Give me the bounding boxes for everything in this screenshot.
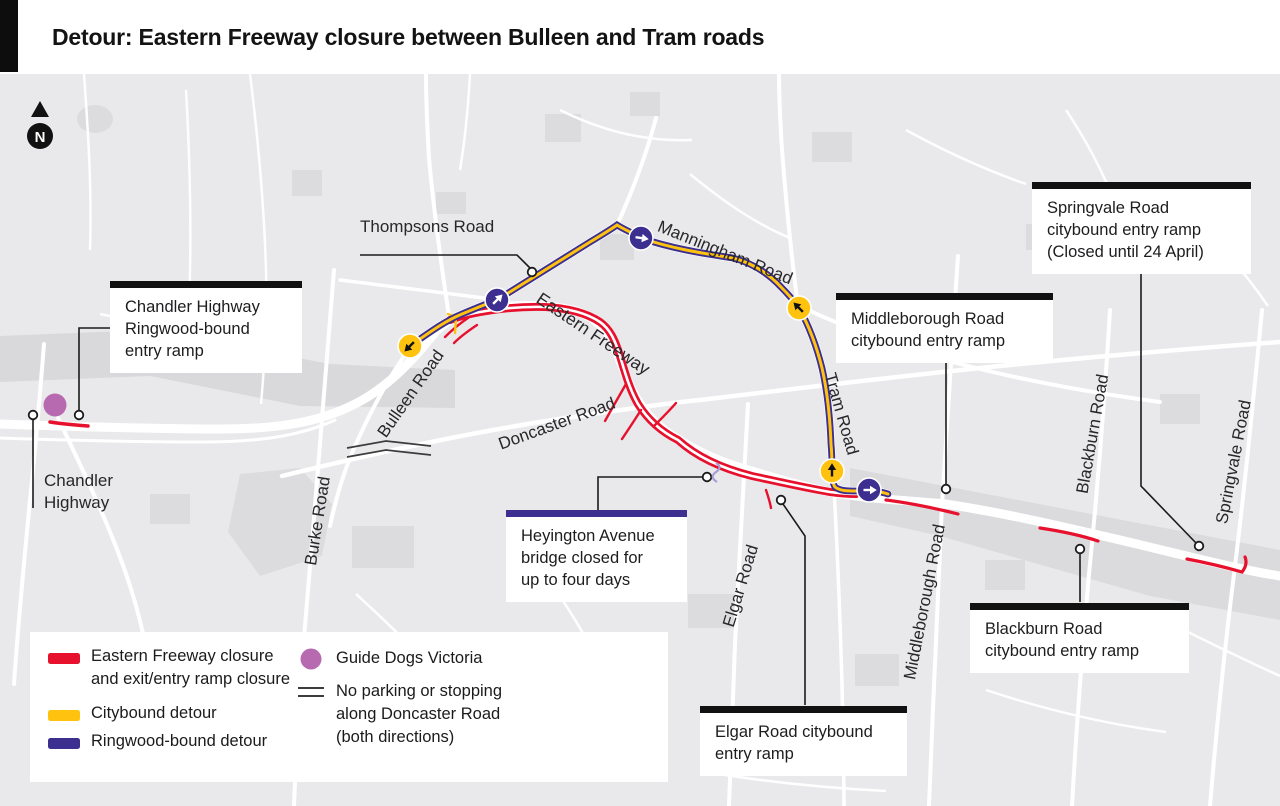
callout-bar-purple: [506, 510, 687, 517]
callout-bar: [110, 281, 302, 288]
guide-dogs-victoria-marker: [43, 393, 67, 417]
legend-red-line-swatch: [48, 653, 80, 664]
leader-springvale: [1140, 272, 1197, 544]
leader-chandler-ramp: [78, 327, 110, 410]
blackburn-ramp-closure: [1038, 526, 1100, 543]
leader-endpoints: [27, 266, 1205, 555]
leader-thompsons: [360, 254, 531, 269]
bulleen-road-south: [328, 346, 412, 528]
citybound-detour-line: [408, 223, 890, 496]
middleborough-ramp-closure: [884, 498, 960, 516]
callout-bar: [836, 293, 1053, 300]
blackburn-road: [1070, 308, 1112, 806]
detour-map: N Thompsons Road Manningham Road Eastern…: [0, 74, 1280, 806]
springvale-road: [1208, 308, 1264, 806]
page-title: Detour: Eastern Freeway closure between …: [52, 24, 765, 50]
ringwood-arrow-east-2: [856, 477, 882, 503]
leader-elgar: [782, 503, 806, 705]
legend-yellow-line-swatch: [48, 710, 80, 721]
callout-bar: [970, 603, 1189, 610]
callout-heyington-bridge: Heyington Avenue bridge closed for up to…: [506, 510, 687, 602]
legend-guide-dogs-circle: [300, 648, 322, 670]
legend-ringwood-label: Ringwood-bound detour: [91, 732, 268, 750]
ramp-closure-spurs: [443, 316, 773, 510]
callout-bar: [700, 706, 907, 713]
legend: Eastern Freeway closure and exit/entry r…: [30, 632, 668, 782]
springvale-ramp-closure: [1185, 555, 1248, 574]
chandler-ramp-closure: [48, 420, 90, 428]
thompsons-road: [338, 278, 502, 302]
no-parking-symbol: [346, 440, 432, 458]
callout-springvale-ramp: Springvale Road citybound entry ramp (Cl…: [1032, 182, 1251, 274]
callout-elgar-ramp: Elgar Road citybound entry ramp: [700, 706, 907, 776]
legend-citybound-label: Citybound detour: [91, 704, 217, 722]
callout-middleborough-ramp: Middleborough Road citybound entry ramp: [836, 293, 1053, 363]
tram-road-north: [777, 74, 800, 308]
north-compass-icon: N: [27, 101, 53, 149]
legend-symbols: [298, 648, 324, 697]
bulleen-road-north: [424, 74, 451, 318]
callout-blackburn-ramp: Blackburn Road citybound entry ramp: [970, 603, 1189, 673]
legend-no-parking-label: No parking or stopping along Doncaster R…: [336, 682, 503, 746]
legend-guide-dogs-label: Guide Dogs Victoria: [336, 649, 483, 667]
legend-closure-label: Eastern Freeway closure and exit/entry r…: [91, 647, 291, 688]
detour-route: [406, 220, 892, 498]
road-label-chandler-highway: Chandler Highway: [44, 471, 113, 512]
detour-arrow-badges: [397, 225, 882, 503]
doncaster-road: [279, 339, 1280, 479]
callout-leaders: [32, 254, 1197, 705]
ringwood-arrow-east: [628, 225, 654, 251]
callout-bar: [1032, 182, 1251, 189]
bridge-icon: [711, 462, 721, 483]
road-label-thompsons: Thompsons Road: [360, 217, 495, 236]
chandler-highway-road: [12, 342, 46, 686]
ringwood-arrow-northeast: [484, 287, 510, 313]
header-accent-block: [0, 0, 18, 72]
citybound-arrow-northwest: [786, 295, 812, 321]
leader-heyington: [597, 476, 702, 510]
header: Detour: Eastern Freeway closure between …: [0, 0, 1280, 74]
citybound-arrow-southwest: [397, 333, 423, 359]
north-label: N: [35, 129, 46, 146]
legend-no-parking-lines: [298, 687, 324, 697]
callout-chandler-ramp: Chandler Highway Ringwood-bound entry ra…: [110, 281, 302, 373]
legend-purple-line-swatch: [48, 738, 80, 749]
citybound-arrow-north: [819, 458, 845, 484]
